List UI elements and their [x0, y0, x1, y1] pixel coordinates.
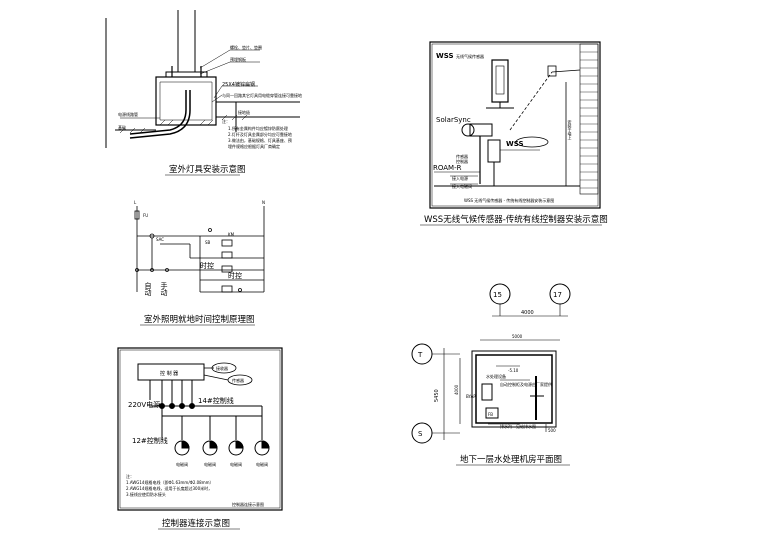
- wss-label-b: 传感器: [456, 153, 468, 159]
- plan-dim-left: 5450: [434, 389, 440, 402]
- plan-dim-inner: 4000: [454, 384, 459, 395]
- circuit-label-n: N: [262, 200, 265, 205]
- controller-valve-1: 电磁阀: [176, 461, 188, 467]
- plan-label-fb: FB: [488, 412, 493, 417]
- lamp-note-2: 2.灯杆及灯具金属部分均应可靠接地: [228, 131, 292, 137]
- plan-axis-15: 15: [493, 291, 502, 299]
- plan-dim-right: 500: [548, 428, 556, 433]
- circuit-label-timer-2: 时控: [228, 271, 242, 280]
- lamp-note-4: 埋件规格应根据灯具厂商确定: [228, 143, 280, 149]
- wss-label-solarsync: SolarSync: [436, 116, 471, 124]
- plan-dim-room: 5000: [512, 334, 523, 339]
- circuit-label-km: KM: [228, 232, 235, 237]
- wss-label-c: 控制器: [456, 158, 468, 164]
- plan-label-pump: BYAP: [466, 394, 476, 399]
- wss-label-sensor: 无线气候传感器: [456, 53, 484, 59]
- controller-power: 220V电源: [128, 400, 160, 409]
- controller-note-2: 2.AWG14规格电线，适用于长度超过300米时，: [126, 485, 212, 491]
- lamp-label-plate: 预埋钢板: [230, 56, 246, 62]
- plan-axis-t: T: [417, 351, 423, 359]
- wss-label-roam: ROAM-R: [433, 164, 462, 172]
- controller-sensor: 传感器: [232, 377, 244, 383]
- controller-valve-3: 电磁阀: [230, 461, 242, 467]
- circuit-label-manual: 手动: [160, 281, 168, 297]
- plan-note-2: 自动控制柜及电源由厂家提供: [500, 381, 552, 387]
- lamp-label-cable: 电源线路管: [118, 111, 138, 117]
- circuit-label-sb: SB: [205, 240, 211, 245]
- wss-caption: WSS无线气候传感器-传统有线控制器安装示意图: [424, 214, 608, 225]
- plan-axis-17: 17: [553, 291, 562, 299]
- wss-label-wss2: WSS: [506, 140, 524, 148]
- circuit-label-timer-1: 时控: [200, 261, 214, 270]
- lamp-label-flat-steel: 25X4镀锌扁钢: [222, 81, 255, 88]
- wss-label-wall: 安装于墙上: [568, 119, 573, 140]
- lamp-label-bolts: 螺栓、垫片、垫圈: [230, 44, 262, 50]
- wss-label-power: 接入电源: [452, 175, 468, 181]
- lighting-control-circuit: [134, 206, 265, 293]
- circuit-label-sac: SAC: [156, 237, 164, 242]
- circuit-label-auto: 自动: [144, 281, 152, 297]
- plan-dim-top: 4000: [521, 310, 534, 316]
- lamp-caption: 室外灯具安装示意图: [169, 164, 246, 175]
- plan-note-1: 水处理设备: [486, 373, 506, 379]
- controller-caption: 控制器连接示意图: [162, 518, 230, 529]
- lamp-installation-detail: [105, 10, 300, 148]
- lamp-label-note-line: 与同一回路其它灯具用电缆穿管连接可靠接地: [222, 92, 302, 98]
- circuit-label-l: L: [134, 200, 137, 205]
- plan-label-bottom: 排水沟 - 见给排水图: [500, 423, 536, 429]
- wss-footer: WSS 无线气候传感器 - 传统有线控制器安装示意图: [464, 197, 554, 203]
- lamp-note-1: 1.所有金属构件均应镀锌防腐处理: [228, 125, 288, 131]
- circuit-caption: 室外照明就地时间控制原理图: [144, 314, 255, 325]
- controller-valve-2: 电磁阀: [204, 461, 216, 467]
- lamp-notes-title: 注：: [222, 118, 230, 124]
- controller-note-3: 3.接线应使用防水接头: [126, 491, 166, 497]
- controller-footer: 控制器连接示意图: [232, 501, 264, 507]
- wss-installation-diagram: [429, 41, 601, 209]
- plan-elev: -5.10: [508, 368, 519, 373]
- controller-note-1: 1.AWG14规格电线（即Φ1.63mm/Φ2.08mm）: [126, 479, 214, 485]
- controller-notes-title: 注：: [126, 473, 134, 479]
- plan-caption: 地下一层水处理机房平面图: [460, 454, 562, 465]
- wss-label-top: WSS: [436, 52, 454, 60]
- controller-connection-diagram: [117, 347, 283, 511]
- controller-cable-12: 12#控制线: [132, 436, 168, 445]
- controller-receiver: 接收器: [216, 365, 228, 371]
- wss-label-valve: 接入电磁阀: [452, 183, 472, 189]
- controller-cable-14: 14#控制线: [198, 396, 234, 405]
- lamp-label-rod: 接地极: [238, 109, 250, 115]
- controller-valve-4: 电磁阀: [256, 461, 268, 467]
- plan-axis-s: S: [418, 430, 423, 438]
- circuit-label-fu: FU: [143, 213, 148, 218]
- lamp-note-3: 3.做法由，基础规格、灯具基座、预: [228, 137, 292, 143]
- basement-plan: [411, 283, 571, 444]
- controller-box-label: 控 制 器: [160, 370, 178, 377]
- lamp-label-base: 基础: [118, 124, 126, 130]
